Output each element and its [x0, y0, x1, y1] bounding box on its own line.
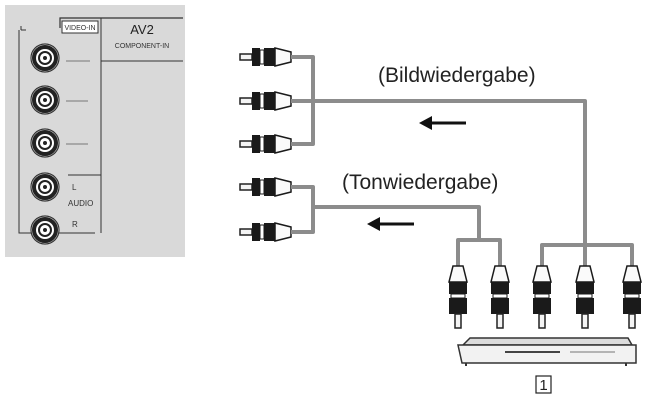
- video-cable: [296, 55, 634, 264]
- arrow-left-icon: [367, 217, 414, 231]
- rca-plug-icon: [531, 256, 553, 330]
- rca-jack-icon: [29, 42, 61, 74]
- rca-plug-icon: [238, 46, 300, 68]
- av2-label: AV2: [130, 22, 154, 37]
- rca-plug-icon: [621, 256, 643, 330]
- device-number-box: [535, 375, 552, 394]
- rca-jack-icon: [29, 214, 61, 246]
- rca-plug-icon: [489, 256, 511, 330]
- component-in-label: COMPONENT-IN: [115, 43, 169, 50]
- audio-label: AUDIO: [68, 199, 93, 208]
- rca-plug-icon: [238, 221, 300, 243]
- rca-plug-icon: [574, 256, 596, 330]
- audio-r-label: R: [72, 220, 78, 229]
- device-number-label: 1: [539, 377, 547, 394]
- rca-plug-icon: [238, 133, 300, 155]
- video-in-label: VIDEO-IN: [64, 25, 95, 32]
- rca-plug-icon: [238, 176, 300, 198]
- rca-plug-icon: [447, 256, 469, 330]
- video-playback-label: (Bildwiedergabe): [378, 64, 536, 87]
- connector-panel: VIDEO-IN AV2 COMPONENT-IN L AUDIO R: [5, 5, 185, 257]
- rca-jack-icon: [29, 84, 61, 116]
- dvd-player-icon: [457, 337, 637, 366]
- rca-jack-icon: [29, 171, 61, 203]
- rca-plug-icon: [238, 90, 300, 112]
- audio-playback-label: (Tonwiedergabe): [342, 171, 498, 194]
- arrow-left-icon: [419, 116, 466, 130]
- rca-jack-icon: [29, 127, 61, 159]
- audio-l-label: L: [72, 183, 77, 192]
- audio-cable: [296, 185, 502, 264]
